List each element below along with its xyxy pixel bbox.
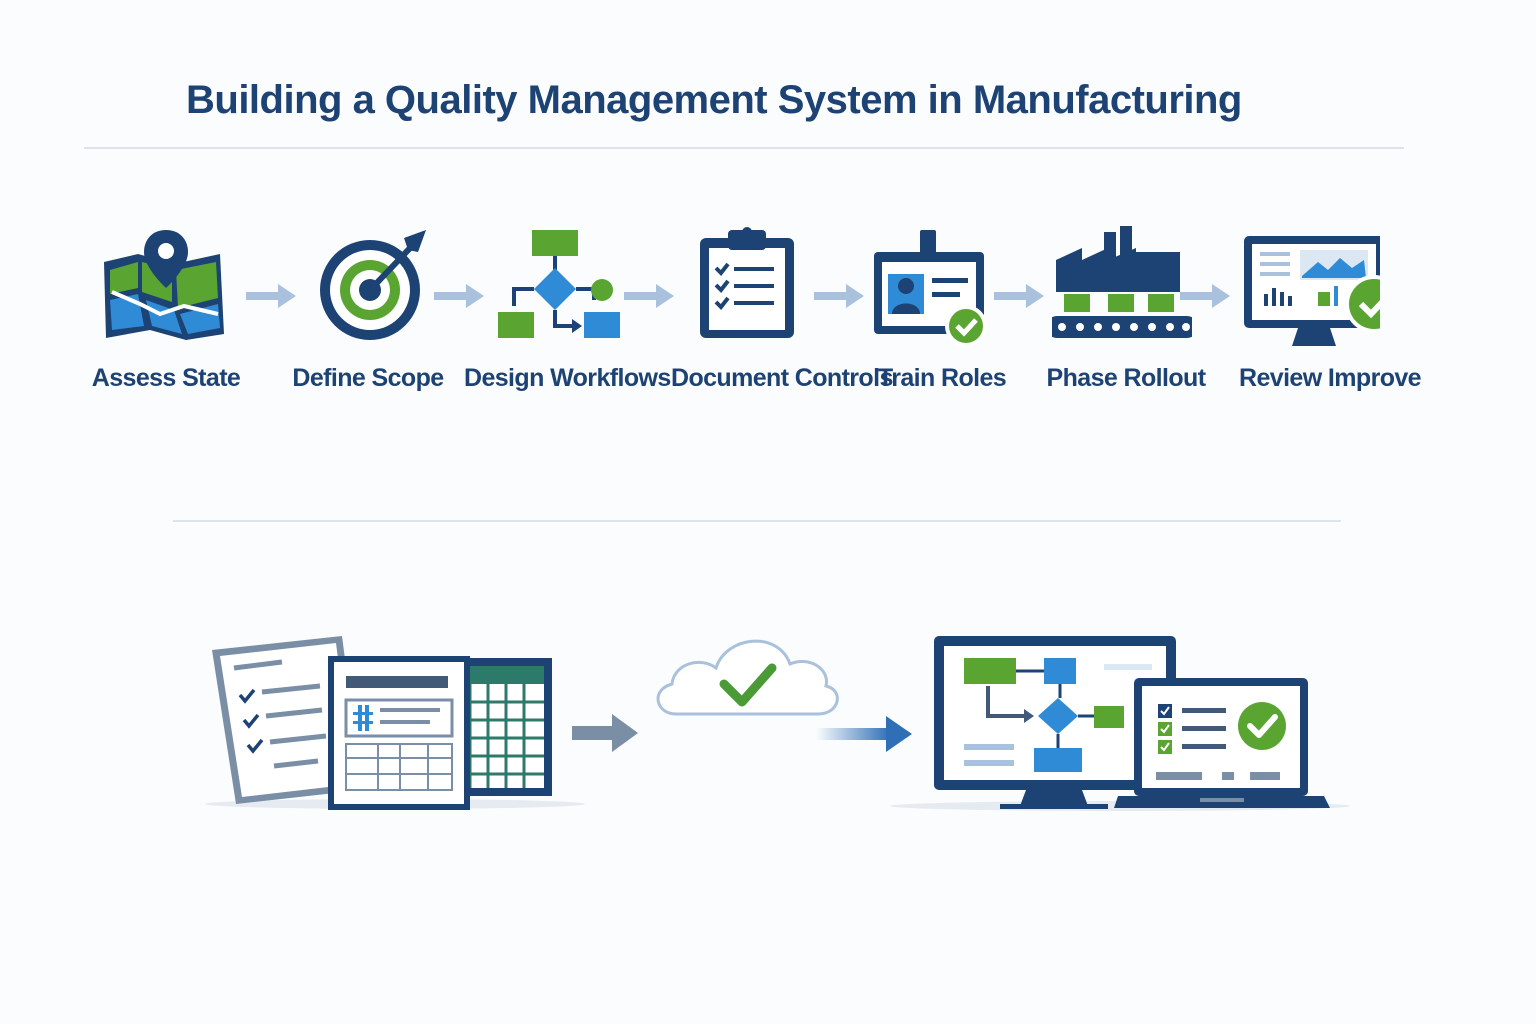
arrow-right-icon xyxy=(816,716,912,752)
step-label: Design Workflows xyxy=(464,364,671,392)
id-badge-icon xyxy=(874,230,987,347)
clipboard-checklist-icon xyxy=(700,227,794,338)
step-label: Define Scope xyxy=(292,364,444,392)
arrow-right-icon xyxy=(624,284,674,308)
paper-form-icon xyxy=(328,656,470,810)
arrow-right-icon xyxy=(246,284,296,308)
step-label: Train Roles xyxy=(877,364,1007,392)
laptop-icon xyxy=(1114,678,1330,808)
step-label: Review Improve xyxy=(1239,364,1422,392)
page-title: Building a Quality Management System in … xyxy=(186,78,1242,122)
flowchart-icon xyxy=(498,230,620,338)
step-label: Document Controls xyxy=(671,364,893,392)
map-pin-icon xyxy=(104,230,224,340)
arrow-right-icon xyxy=(434,284,484,308)
arrow-right-icon xyxy=(814,284,864,308)
factory-conveyor-icon xyxy=(1052,226,1192,338)
arrow-right-icon xyxy=(994,284,1044,308)
cloud-check-icon xyxy=(656,639,839,716)
desktop-monitor-icon xyxy=(934,636,1176,809)
target-icon xyxy=(320,230,426,340)
step-label: Assess State xyxy=(91,364,241,392)
section-divider xyxy=(173,520,1341,522)
paper-checklist-icon xyxy=(212,636,362,804)
digital-transition-illustration xyxy=(205,636,1350,811)
arrow-right-icon xyxy=(1180,284,1230,308)
monitor-dashboard-icon xyxy=(1244,236,1380,346)
step-label: Phase Rollout xyxy=(1046,364,1206,392)
arrow-right-icon xyxy=(572,714,638,752)
title-divider xyxy=(84,147,1404,149)
